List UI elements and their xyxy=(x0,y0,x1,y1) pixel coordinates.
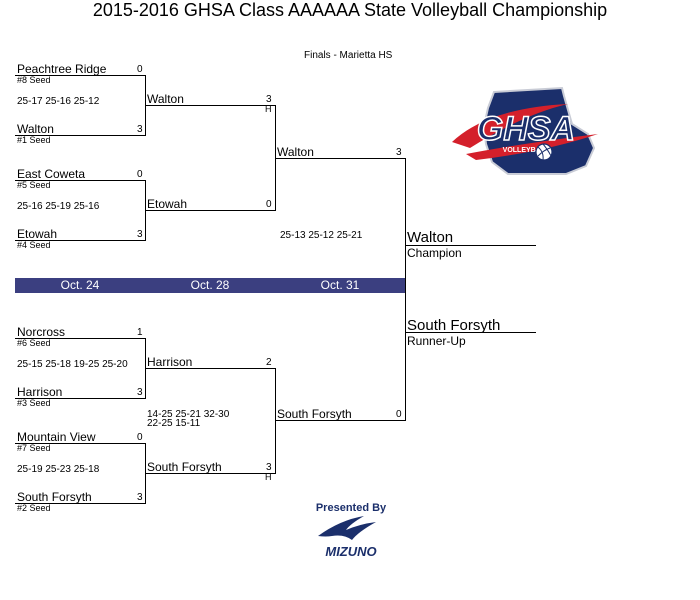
r1-set-scores: 25-15 25-18 19-25 25-20 xyxy=(17,359,128,370)
r2-set-scores: 14-25 25-21 32-30 xyxy=(147,409,230,420)
date-band xyxy=(15,278,405,293)
home-marker: H xyxy=(265,104,272,114)
r1-seed: #8 Seed xyxy=(17,75,51,85)
r2-score: 0 xyxy=(266,199,272,210)
date-round1: Oct. 24 xyxy=(60,278,100,292)
date-round2: Oct. 28 xyxy=(190,278,230,292)
runner-up-team: South Forsyth xyxy=(407,317,501,334)
r1-team-norcross: Norcross xyxy=(17,325,66,339)
bracket-line xyxy=(275,158,406,159)
finals-location: Finals - Marietta HS xyxy=(304,50,393,61)
bracket-line xyxy=(15,398,146,399)
r1-seed: #6 Seed xyxy=(17,338,51,348)
bracket-line xyxy=(15,443,146,444)
r1-score: 0 xyxy=(137,432,143,443)
r1-score: 3 xyxy=(137,124,143,135)
bracket-line xyxy=(15,180,146,181)
final-score: 0 xyxy=(396,409,402,420)
bracket-line xyxy=(275,420,406,421)
r1-score: 0 xyxy=(137,169,143,180)
bracket-line xyxy=(15,338,146,339)
r1-team-mountain-view: Mountain View xyxy=(17,430,96,444)
r2-team-walton: Walton xyxy=(147,92,184,106)
volleyball-icon xyxy=(535,143,553,161)
r1-seed: #7 Seed xyxy=(17,443,51,453)
r2-team-etowah: Etowah xyxy=(147,197,188,211)
ghsa-wordmark: GHSA xyxy=(477,110,575,148)
r1-team-east-coweta: East Coweta xyxy=(17,167,86,181)
final-team-south-forsyth: South Forsyth xyxy=(277,407,352,421)
r1-score: 3 xyxy=(137,387,143,398)
champion-team: Walton xyxy=(407,229,454,246)
r1-team-harrison: Harrison xyxy=(17,385,63,399)
r1-seed: #3 Seed xyxy=(17,398,51,408)
final-team-walton: Walton xyxy=(277,145,314,159)
r1-score: 3 xyxy=(137,492,143,503)
r2-score: 3 xyxy=(266,462,272,473)
date-final: Oct. 31 xyxy=(320,278,360,292)
r1-set-scores: 25-16 25-19 25-16 xyxy=(17,201,100,212)
r2-set-scores: 22-25 15-11 xyxy=(147,418,201,429)
r1-seed: #5 Seed xyxy=(17,180,51,190)
r2-score: 2 xyxy=(266,357,272,368)
bracket-line xyxy=(405,245,536,246)
home-marker: H xyxy=(265,472,272,482)
r1-seed: #4 Seed xyxy=(17,240,51,250)
r2-team-south-forsyth: South Forsyth xyxy=(147,460,222,474)
bracket-line xyxy=(275,368,276,474)
bracket-line xyxy=(15,503,146,504)
bracket-line xyxy=(405,332,536,333)
r1-set-scores: 25-19 25-23 25-18 xyxy=(17,464,100,475)
bracket-line xyxy=(145,368,276,369)
r1-set-scores: 25-17 25-16 25-12 xyxy=(17,96,100,107)
bracket-line xyxy=(405,158,406,421)
r1-score: 3 xyxy=(137,229,143,240)
mizuno-wordmark: MIZUNO xyxy=(325,544,376,559)
final-set-scores: 25-13 25-12 25-21 xyxy=(280,230,363,241)
r1-seed: #2 Seed xyxy=(17,503,51,513)
bracket-line xyxy=(15,135,146,136)
final-score: 3 xyxy=(396,147,402,158)
bracket-line xyxy=(145,105,276,106)
r1-team-etowah: Etowah xyxy=(17,227,58,241)
ghsa-volleyball-logo: GHSA VOLLEYBALL xyxy=(452,86,598,175)
sponsor-logo: Presented By MIZUNO xyxy=(316,502,387,559)
runner-up-label: Runner-Up xyxy=(407,334,466,348)
ghsa-subtext: VOLLEYBALL xyxy=(503,147,550,154)
r2-team-harrison: Harrison xyxy=(147,355,193,369)
bracket-line xyxy=(15,240,146,241)
bracket-line xyxy=(15,75,146,76)
r1-team-south-forsyth: South Forsyth xyxy=(17,490,92,504)
presented-by-text: Presented By xyxy=(316,502,387,514)
r1-team-walton: Walton xyxy=(17,122,54,136)
r1-score: 0 xyxy=(137,64,143,75)
bracket-line xyxy=(145,473,276,474)
bracket-line xyxy=(145,210,276,211)
r2-score: 3 xyxy=(266,94,272,105)
r1-score: 1 xyxy=(137,327,143,338)
r1-team-peachtree-ridge: Peachtree Ridge xyxy=(17,62,107,76)
mizuno-runbird-icon xyxy=(318,516,376,540)
page-title: 2015-2016 GHSA Class AAAAAA State Volley… xyxy=(92,0,608,20)
r1-seed: #1 Seed xyxy=(17,135,51,145)
champion-label: Champion xyxy=(407,246,462,260)
